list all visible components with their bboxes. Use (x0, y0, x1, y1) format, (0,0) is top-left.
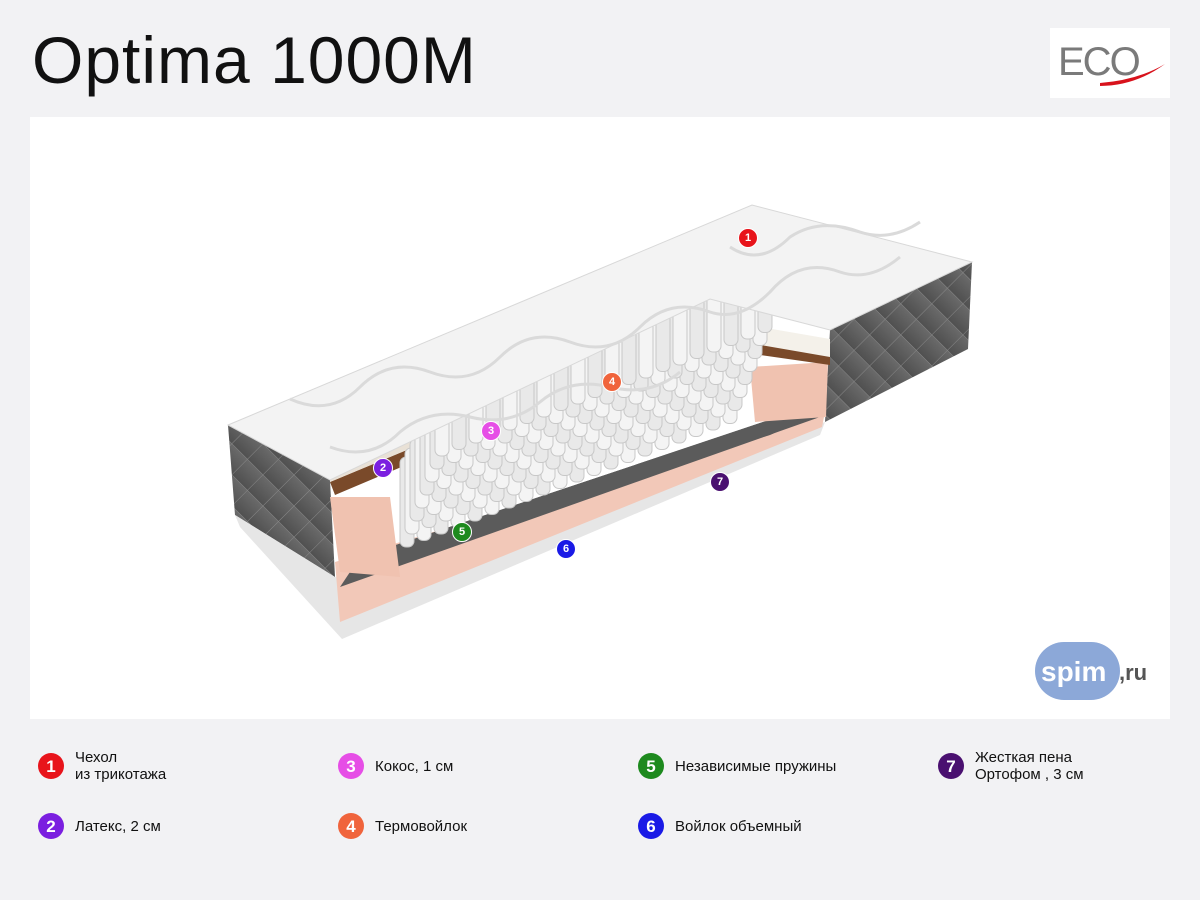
legend-item-3: 3 Кокос, 1 см (338, 753, 453, 779)
legend-badge: 3 (338, 753, 364, 779)
layer-marker-3: 3 (481, 421, 501, 441)
legend-badge: 4 (338, 813, 364, 839)
legend-badge: 7 (938, 753, 964, 779)
pocket-springs (399, 270, 773, 548)
legend-item-6: 6 Войлок объемный (638, 813, 802, 839)
legend-label: Независимые пружины (675, 757, 837, 775)
svg-text:ECO: ECO (1058, 40, 1140, 84)
legend-badge: 1 (38, 753, 64, 779)
legend-label: Кокос, 1 см (375, 757, 454, 775)
mattress-image-panel: spim ,ru (30, 117, 1170, 719)
spim-watermark: spim ,ru (1035, 642, 1155, 702)
product-title: Optima 1000M (32, 23, 477, 97)
legend-item-2: 2 Латекс, 2 см (38, 813, 161, 839)
layer-marker-4: 4 (602, 372, 622, 392)
legend-badge: 6 (638, 813, 664, 839)
legend-badge: 2 (38, 813, 64, 839)
legend-label: Латекс, 2 см (75, 817, 161, 835)
legend-label: Войлок объемный (675, 817, 802, 835)
layer-marker-7: 7 (710, 472, 730, 492)
layer-marker-6: 6 (556, 539, 576, 559)
layer-marker-1: 1 (738, 228, 758, 248)
legend-item-5: 5 Независимые пружины (638, 753, 836, 779)
eco-logo: ECO (1050, 28, 1170, 98)
mattress-illustration (226, 204, 974, 639)
legend-badge: 5 (638, 753, 664, 779)
legend-label: Термовойлок (375, 817, 468, 835)
layer-marker-5: 5 (452, 522, 472, 542)
layer-marker-2: 2 (373, 458, 393, 478)
legend-item-4: 4 Термовойлок (338, 813, 467, 839)
